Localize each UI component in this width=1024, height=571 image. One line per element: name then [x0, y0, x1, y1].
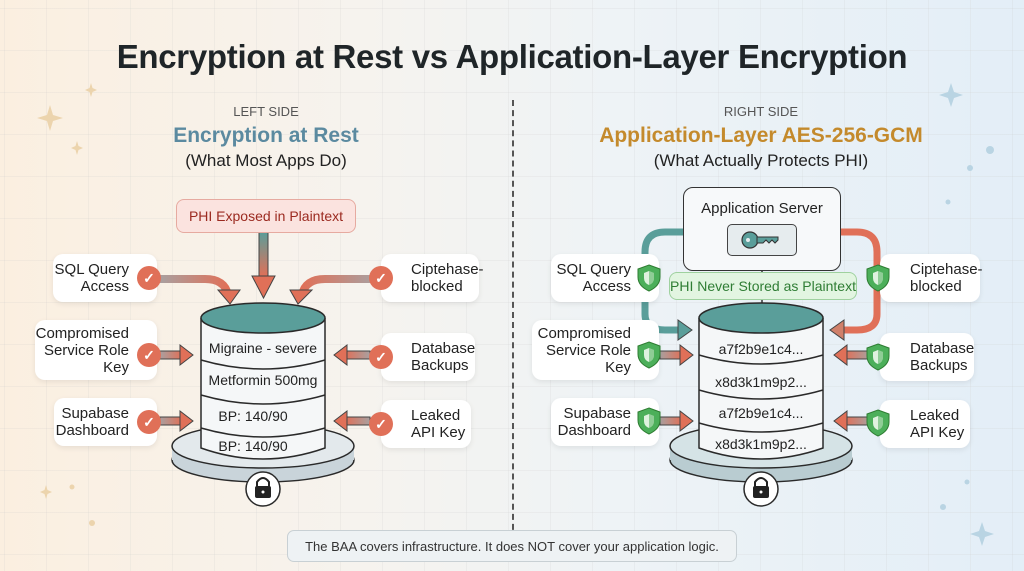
shield-icon — [637, 341, 661, 369]
key-icon — [741, 231, 779, 249]
left-subheading: (What Most Apps Do) — [185, 151, 347, 170]
phi-never-stored-notice: PHI Never Stored as Plaintext — [669, 272, 857, 300]
sparkle-icon — [85, 83, 97, 97]
shield-icon — [637, 407, 661, 435]
sparkle-icon — [37, 105, 63, 131]
database-right — [669, 302, 853, 483]
key-box — [727, 224, 797, 256]
right-side-label: RIGHT SIDE — [723, 104, 799, 119]
threat-card-leaked-api-key: Leaked API Key — [381, 400, 471, 448]
check-icon: ✓ — [137, 343, 161, 367]
arrow-right — [159, 343, 194, 433]
arrow-curved-left — [160, 275, 232, 297]
page-title: Encryption at Rest vs Application-Layer … — [116, 38, 908, 75]
application-server: Application Server — [683, 187, 841, 271]
left-heading: Encryption at Rest — [173, 124, 359, 147]
right-subheading: (What Actually Protects PHI) — [653, 151, 869, 170]
db-row: x8d3k1m9p2... — [715, 374, 807, 390]
shield-icon — [637, 264, 661, 292]
threat-card-database-backups: Database Backups — [381, 333, 475, 381]
threat-card-ciptehase-blocked: Ciptehase- blocked — [880, 254, 983, 302]
threat-card-leaked-api-key: Leaked API Key — [880, 400, 970, 448]
db-row: a7f2b9e1c4... — [718, 405, 804, 421]
sparkle-icon — [40, 485, 52, 499]
threat-card-service-role-key: Compromised Service Role Key — [35, 320, 157, 380]
sparkle-icon — [939, 83, 963, 107]
db-row: BP: 140/90 — [218, 408, 288, 424]
shield-icon — [866, 264, 890, 292]
arrow-down — [251, 231, 276, 300]
check-icon: ✓ — [137, 410, 161, 434]
arrow-left — [833, 343, 871, 433]
db-row: a7f2b9e1c4... — [718, 341, 804, 357]
db-row: Metformin 500mg — [208, 372, 318, 388]
shield-icon — [866, 409, 890, 437]
footer-note: The BAA covers infrastructure. It does N… — [287, 530, 737, 562]
db-row: Migraine - severe — [208, 340, 318, 356]
check-icon: ✓ — [137, 266, 161, 290]
threat-card-ciptehase-blocked: Ciptehase- blocked — [381, 254, 484, 302]
db-row: BP: 140/90 — [218, 438, 288, 454]
arrow-left — [333, 343, 371, 433]
right-heading: Application-Layer AES-256-GCM — [599, 124, 923, 147]
left-side-label: LEFT SIDE — [233, 104, 299, 119]
check-icon: ✓ — [369, 345, 393, 369]
lock-icon — [743, 471, 779, 507]
db-row: x8d3k1m9p2... — [715, 436, 807, 452]
sparkle-icon — [970, 522, 994, 546]
phi-exposed-alert: PHI Exposed in Plaintext — [176, 199, 356, 233]
arrow-right — [659, 343, 694, 433]
lock-icon — [245, 471, 281, 507]
server-label: Application Server — [701, 200, 823, 217]
threat-card-database-backups: Database Backups — [880, 333, 974, 381]
shield-icon — [866, 343, 890, 371]
section-divider — [512, 100, 514, 540]
sparkle-icon — [71, 141, 83, 155]
check-icon: ✓ — [369, 266, 393, 290]
database-left — [171, 302, 355, 483]
check-icon: ✓ — [369, 412, 393, 436]
arrow-curved-right — [298, 275, 375, 297]
